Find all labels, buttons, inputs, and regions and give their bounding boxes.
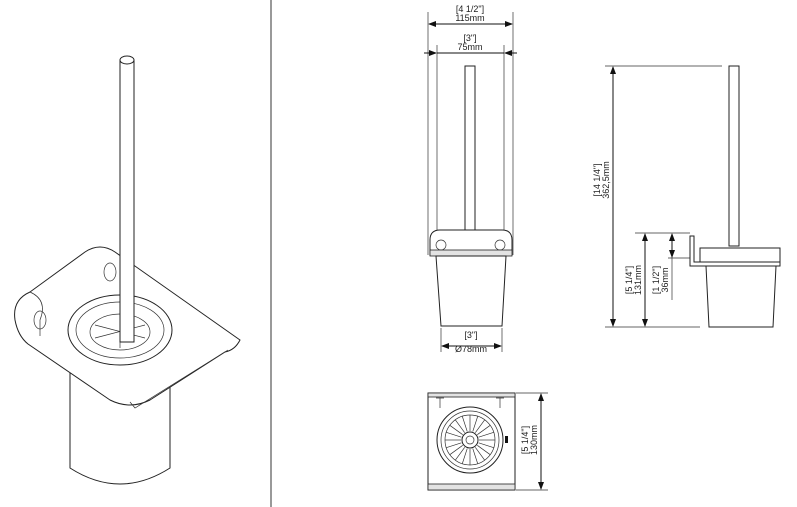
- top-view: [5 1/4"] 130mm: [427, 392, 548, 491]
- brush-spoke: [472, 448, 479, 464]
- isometric-view: [14, 55, 241, 485]
- depth-imperial: [5 1/4"]: [520, 426, 530, 454]
- overall-height-metric: 362,5mm: [601, 161, 611, 199]
- brush-spoke: [475, 419, 485, 433]
- front-width-imperial: [4 1/2"]: [456, 4, 484, 14]
- brush-spoke: [449, 445, 463, 455]
- bracket-height-metric: 36mm: [660, 267, 670, 292]
- brush-spoke: [477, 425, 491, 435]
- brush-spoke: [472, 416, 479, 432]
- front-view: [4 1/2"] 115mm [3"] 75mm [3"] Ø78mm: [424, 4, 517, 354]
- brush-spoke: [446, 442, 462, 449]
- holder-height-imperial: [5 1/4"]: [624, 266, 634, 294]
- brush-spoke: [449, 425, 463, 435]
- brush-spoke: [477, 445, 491, 455]
- brush-spoke: [446, 431, 462, 438]
- brush-spoke: [461, 448, 468, 464]
- overall-height-imperial: [14 1/4"]: [592, 163, 602, 196]
- brush-spoke: [478, 442, 494, 449]
- bracket-height-imperial: [1 1/2"]: [651, 266, 661, 294]
- brush-spoke: [461, 416, 468, 432]
- cup-diameter-metric: Ø78mm: [455, 344, 487, 354]
- brush-spoke: [478, 431, 494, 438]
- brush-spoke: [475, 447, 485, 461]
- side-view: [14 1/4"] 362,5mm [5 1/4"] 131mm [1 1/2"…: [592, 65, 781, 328]
- front-inner-imperial: [3"]: [463, 33, 476, 43]
- depth-metric: 130mm: [529, 425, 539, 455]
- brush-spoke: [455, 447, 465, 461]
- holder-height-metric: 131mm: [633, 265, 643, 295]
- front-width-metric: 115mm: [455, 13, 484, 23]
- cup-diameter-imperial: [3"]: [464, 330, 477, 340]
- brush-spoke: [455, 419, 465, 433]
- front-inner-metric: 75mm: [457, 42, 482, 52]
